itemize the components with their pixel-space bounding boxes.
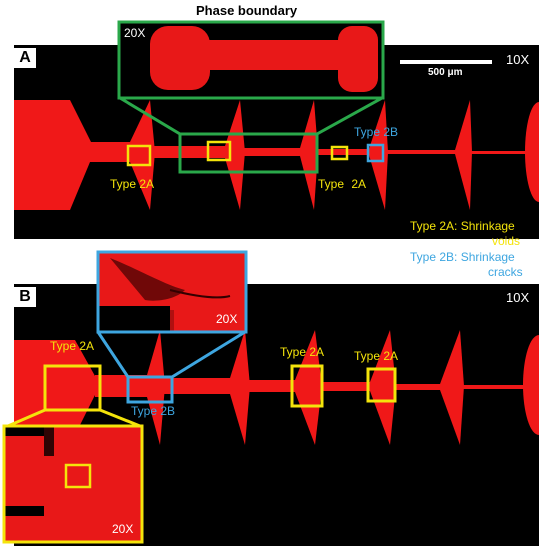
panel-a-inset-magnification: 20X: [124, 26, 146, 40]
panel-a-box-2a-2: [206, 140, 232, 162]
scale-bar-label: 500 μm: [428, 67, 463, 78]
panel-a-inset-top: [117, 20, 385, 100]
panel-a-box-2a-1: [126, 144, 152, 167]
panel-b-inset-top: [96, 250, 248, 334]
panel-b-inset-bottom-magnification: 20X: [112, 522, 134, 536]
panel-b-label-type-2a-2: Type 2A: [280, 345, 325, 359]
panel-a-label-type-2b: Type 2B: [354, 125, 399, 139]
panel-a-channel: [14, 100, 539, 210]
panel-b-label-type-2a-3: Type 2A: [354, 349, 399, 363]
panel-b-box-2b: [126, 375, 174, 404]
legend-type-2b-line2: cracks: [488, 265, 523, 279]
panel-a-zoom-region: [178, 132, 319, 174]
panel-b-white-notch: [260, 239, 539, 284]
panel-a-label-type-2a-1: Type 2A: [110, 177, 155, 191]
legend-type-2b-line1: Type 2B: Shrinkage: [410, 250, 515, 264]
panel-b-label: B: [14, 287, 36, 307]
panel-b-magnification: 10X: [506, 290, 530, 305]
panel-b-label-type-2a-1: Type 2A: [50, 339, 95, 353]
panel-b-channel: [14, 330, 539, 445]
panel-a-label: A: [14, 48, 36, 68]
panel-b-box-2a-3: [366, 367, 397, 403]
panel-b-inset-bottom: [2, 424, 144, 544]
scale-bar: [400, 60, 492, 64]
panel-b-box-2a-2: [290, 364, 324, 408]
legend-type-2a-line1: Type 2A: Shrinkage: [410, 219, 515, 233]
panel-a-box-2b: [366, 143, 385, 163]
figure-title: Phase boundary: [196, 3, 298, 18]
panel-a-label-type-2a-2: Type 2A: [318, 177, 367, 191]
panel-b-label-type-2b: Type 2B: [131, 404, 176, 418]
panel-b-inset-top-magnification: 20X: [216, 312, 238, 326]
legend-type-2a-line2: voids: [492, 234, 521, 248]
panel-a-box-2a-3: [330, 145, 349, 161]
panel-a-magnification: 10X: [506, 52, 530, 67]
panel-b-box-2a-1: [43, 364, 102, 412]
